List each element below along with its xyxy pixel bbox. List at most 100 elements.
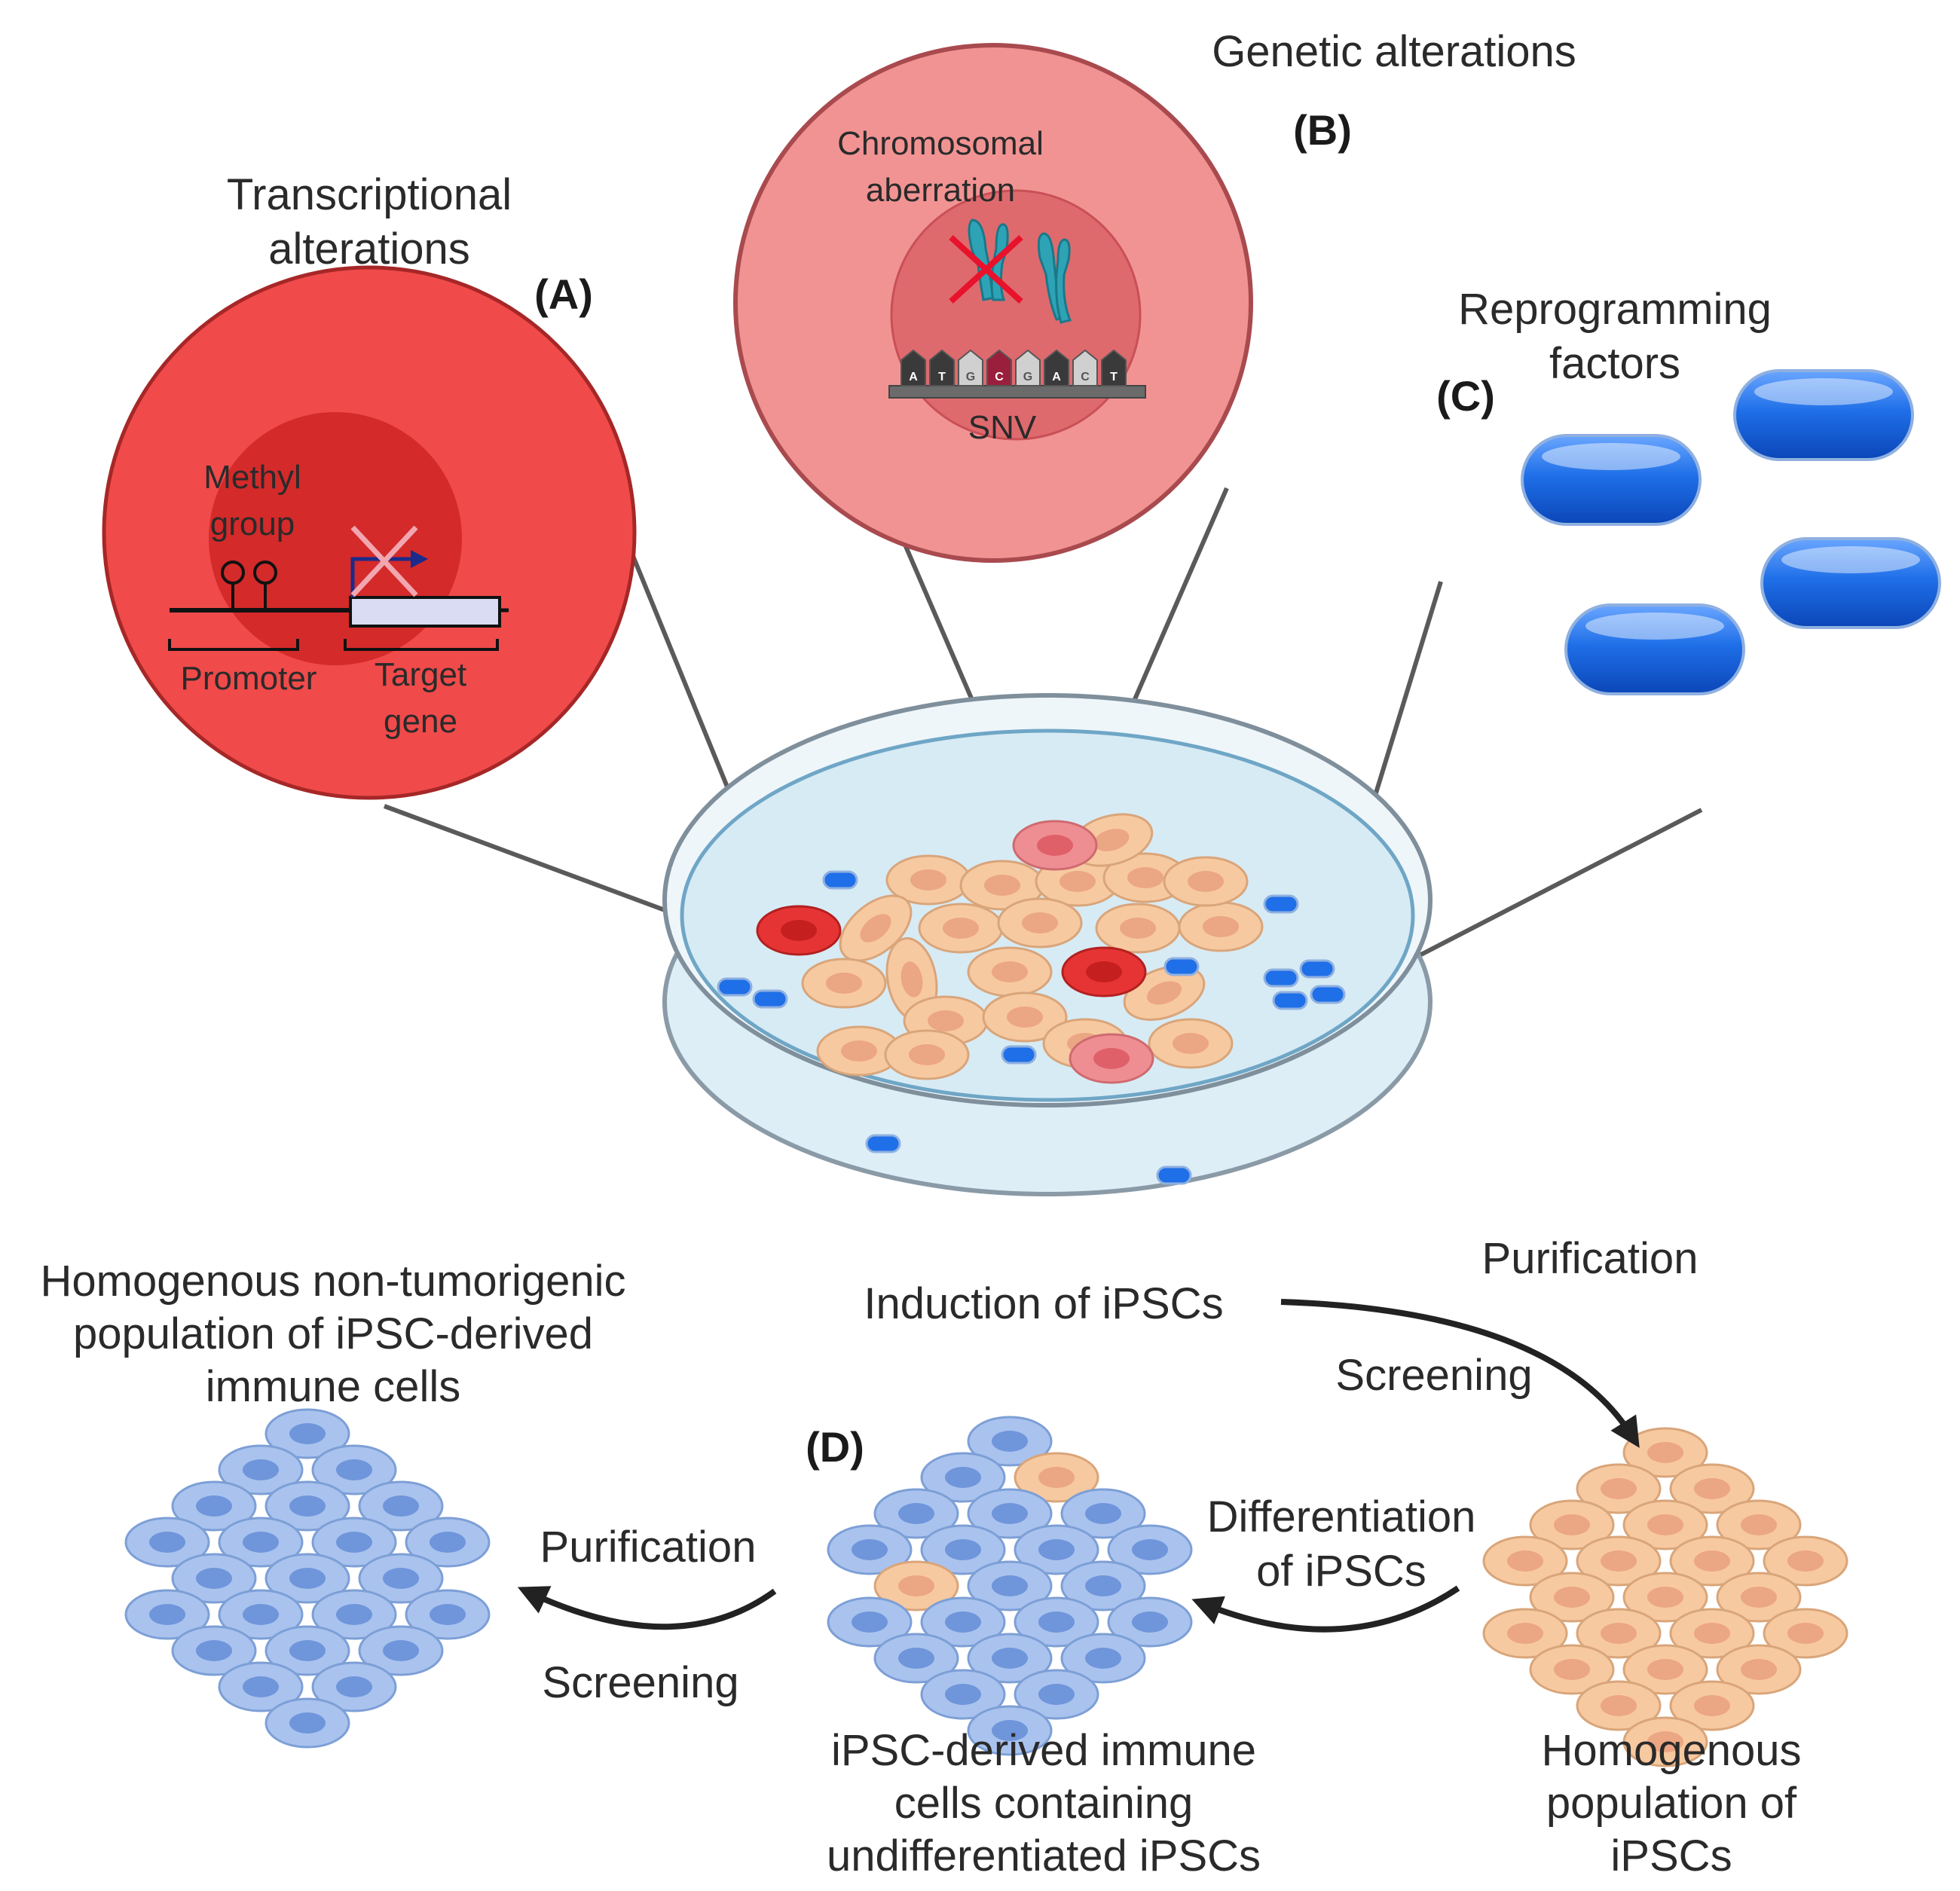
screening-bottom-label: Screening — [542, 1658, 738, 1707]
immune-cell — [1014, 1524, 1099, 1575]
immune-cell — [171, 1480, 257, 1532]
snv-label: SNV — [968, 409, 1037, 446]
reprogramming-factor-pill — [1156, 1165, 1192, 1185]
ipsc-cell — [1148, 1018, 1234, 1069]
purification-bottom-label: Purification — [540, 1523, 757, 1572]
arrow-to-homogenous-ipsc — [1280, 1299, 1640, 1448]
arrow-purification — [517, 1586, 777, 1630]
dna-base-letter: G — [966, 371, 975, 383]
altered-cell — [1069, 1033, 1154, 1084]
panel-d-letter: (D) — [806, 1423, 864, 1471]
ipsc-cell — [1529, 1499, 1615, 1550]
reprogramming-factor-pill — [1263, 968, 1299, 988]
dish-reprogramming-factors — [717, 870, 1346, 1185]
methyl-label-line2: group — [210, 506, 295, 542]
altered-cell — [1012, 820, 1098, 871]
immune-cell — [1014, 1669, 1099, 1720]
immune-cell — [218, 1517, 304, 1568]
dna-base: G — [958, 349, 983, 386]
ipsc-cell — [1716, 1572, 1802, 1623]
dna-base-letter: T — [1110, 371, 1118, 383]
ipsc-cell — [839, 894, 913, 962]
ipsc-cell — [1482, 1535, 1568, 1587]
dna-base: C — [1072, 349, 1098, 386]
immune-cell — [967, 1633, 1053, 1684]
ipsc-cell — [1669, 1680, 1755, 1731]
panel-c-title-line2: factors — [1549, 339, 1680, 388]
immune-cell — [1107, 1524, 1193, 1575]
immune-cell — [218, 1589, 304, 1640]
reprogramming-factors — [1521, 369, 1941, 695]
purification-top-label: Purification — [1482, 1234, 1699, 1283]
dna-base: G — [1015, 349, 1041, 386]
screening-top-label: Screening — [1335, 1351, 1532, 1400]
reprogramming-factor-pill — [1163, 957, 1200, 976]
reprogramming-factor-pill — [865, 1134, 901, 1153]
immune-cell — [827, 1596, 913, 1648]
immune-cell — [264, 1625, 350, 1676]
methyl-label-line1: Methyl — [203, 459, 301, 496]
reprogramming-factor-pill — [1299, 959, 1335, 979]
ipsc-cell — [1622, 1572, 1708, 1623]
ipsc-cell — [1763, 1535, 1848, 1587]
immune-cell — [171, 1553, 257, 1604]
induction-label: Induction of iPSCs — [864, 1279, 1223, 1328]
reprogramming-factor-pill — [822, 870, 858, 890]
ipsc-cell — [1014, 1452, 1099, 1503]
reprogramming-factor-pill — [752, 989, 788, 1009]
reprogramming-factor-pill — [717, 977, 753, 997]
reprogramming-factor-pill — [1733, 369, 1914, 461]
target-gene-label-line2: gene — [384, 703, 457, 740]
ipsc-cell — [1163, 856, 1249, 907]
immune-cell — [311, 1444, 397, 1495]
derived-label-line2: cells containing — [894, 1779, 1194, 1828]
panel-c-title-line1: Reprogramming — [1458, 285, 1772, 334]
ipsc-cell — [1576, 1463, 1662, 1514]
reprogramming-factor-pill — [1310, 985, 1346, 1004]
target-gene-bracket — [344, 639, 499, 651]
reprogramming-factor-pill — [1521, 434, 1702, 526]
immune-cell — [1060, 1488, 1146, 1539]
ipsc-cell — [1576, 1535, 1662, 1587]
transcription-start-arrow-icon — [350, 550, 428, 597]
immune-cell — [873, 1488, 959, 1539]
ipsc-cell — [1622, 1427, 1708, 1478]
ipsc-cell — [1669, 1608, 1755, 1659]
ipsc-cell — [885, 854, 971, 906]
ipsc-cell — [1669, 1535, 1755, 1587]
immune-cell — [967, 1488, 1053, 1539]
homogenous-ipsc-cluster — [1482, 1427, 1848, 1767]
dna-base-letter: A — [1052, 371, 1061, 383]
homogenous-immune-cluster — [124, 1408, 491, 1749]
dna-base: T — [929, 349, 955, 386]
immune-cell — [1060, 1633, 1146, 1684]
chromosomal-label-line1: Chromosomal — [837, 125, 1044, 162]
immune-cell — [311, 1661, 397, 1712]
altered-cell — [756, 905, 842, 956]
homog-ipsc-label-line1: Homogenous — [1542, 1726, 1802, 1775]
panel-a-title-line1: Transcriptional — [227, 170, 512, 219]
final-label-line2: population of iPSC-derived — [73, 1309, 593, 1358]
dish-cell-cluster — [756, 813, 1264, 1084]
dna-base: A — [900, 349, 926, 386]
derived-label-line1: iPSC-derived immune — [831, 1726, 1256, 1775]
flow-arrows — [517, 1299, 1640, 1633]
immune-cell — [264, 1697, 350, 1749]
immune-cell — [264, 1553, 350, 1604]
chromosomal-label-line2: aberration — [866, 172, 1015, 209]
ipsc-cell — [1529, 1572, 1615, 1623]
reprogramming-factor-pill — [1272, 991, 1308, 1010]
immune-cell — [311, 1589, 397, 1640]
ipsc-cell — [918, 903, 1004, 954]
dna-base-letter: A — [909, 371, 918, 383]
immune-cell — [218, 1661, 304, 1712]
promoter-gene-diagram — [168, 525, 509, 651]
ipsc-cell — [801, 958, 887, 1009]
immune-cell — [827, 1524, 913, 1575]
immune-cell — [920, 1452, 1006, 1503]
derived-label-line3: undifferentiated iPSCs — [827, 1831, 1261, 1880]
altered-cell — [1061, 946, 1147, 997]
